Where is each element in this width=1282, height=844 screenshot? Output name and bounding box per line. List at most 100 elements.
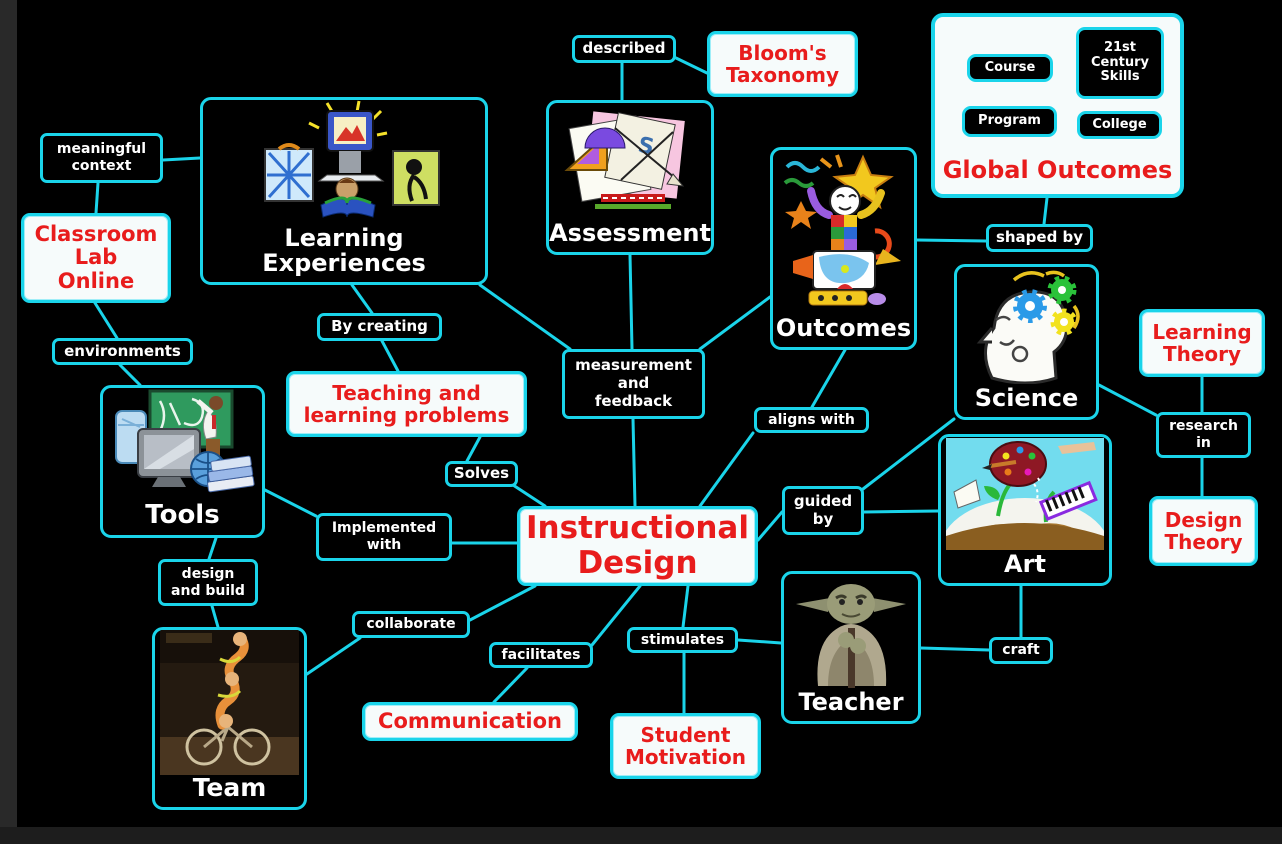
connector-collaborate-team — [305, 636, 362, 676]
connector-meaningful-learning — [161, 156, 202, 162]
science-clipart — [957, 267, 1096, 386]
global-outcomes-pill-21st-century-skills[interactable]: 21st Century Skills — [1076, 27, 1164, 99]
node-shaped-by[interactable]: shaped by — [986, 224, 1093, 252]
connector-teacher-craft — [919, 646, 991, 652]
node-instructional-design[interactable]: Instructional Design — [517, 506, 758, 586]
connector-stimulates-teacher — [736, 638, 783, 645]
pill-21st-century-skills-label: 21st Century Skills — [1091, 39, 1149, 85]
connector-environments-tools — [118, 363, 142, 387]
meaningful-context-label: meaningful context — [56, 141, 147, 174]
node-guided-by[interactable]: guided by — [782, 486, 864, 535]
connector-bycreating-teaching — [380, 339, 400, 373]
classroom-lab-online-label: Classroom Lab Online — [34, 221, 158, 293]
node-craft[interactable]: craft — [989, 637, 1053, 664]
connector-meaningful-classroom — [94, 181, 100, 215]
connector-id-stimulates — [681, 584, 690, 629]
node-tools[interactable]: Tools — [100, 385, 265, 538]
connector-id-guidedby — [756, 510, 784, 542]
connector-teaching-solves — [465, 435, 482, 463]
instructional-design-label: Instructional Design — [526, 510, 749, 581]
node-design-and-build[interactable]: design and build — [158, 559, 258, 606]
connector-guidedby-art — [862, 509, 940, 514]
node-outcomes[interactable]: Outcomes — [770, 147, 917, 350]
connector-described-blooms — [674, 56, 709, 75]
node-learning-theory[interactable]: Learning Theory — [1139, 309, 1265, 377]
connector-designbuild-team — [210, 604, 220, 629]
connector-outcomes-alignswith — [810, 348, 847, 409]
connector-measurement-id — [631, 417, 637, 508]
stimulates-label: stimulates — [640, 631, 725, 648]
assessment-clipart: S — [549, 103, 711, 221]
global-outcomes-pill-college[interactable]: College — [1077, 111, 1162, 139]
blooms-taxonomy-label: Bloom's Taxonomy — [725, 40, 840, 87]
node-communication[interactable]: Communication — [362, 702, 578, 741]
connector-science-researchin — [1097, 383, 1158, 417]
node-stimulates[interactable]: stimulates — [627, 627, 738, 653]
node-art[interactable]: Art — [938, 434, 1112, 586]
solves-label: Solves — [453, 464, 510, 483]
connector-classroom-environments — [93, 301, 119, 340]
aligns-with-label: aligns with — [768, 411, 855, 428]
pill-program-label: Program — [978, 113, 1041, 129]
implemented-with-label: Implemented with — [331, 520, 437, 553]
assessment-title: Assessment — [549, 218, 711, 247]
node-science[interactable]: Science — [954, 264, 1099, 420]
learning-experiences-title: Learning Experiences — [262, 223, 426, 277]
node-teaching-learning-problems[interactable]: Teaching and learning problems — [286, 371, 527, 437]
node-by-creating[interactable]: By creating — [317, 313, 442, 341]
node-facilitates[interactable]: facilitates — [489, 642, 593, 668]
outcomes-title: Outcomes — [775, 313, 912, 342]
svg-text:S: S — [636, 133, 657, 161]
outcomes-clipart — [773, 150, 914, 316]
teaching-learning-problems-label: Teaching and learning problems — [303, 380, 510, 427]
node-meaningful-context[interactable]: meaningful context — [40, 133, 163, 183]
student-motivation-label: Student Motivation — [625, 722, 746, 769]
node-collaborate[interactable]: collaborate — [352, 611, 470, 638]
node-global-outcomes[interactable]: Course 21st Century Skills Program Colle… — [931, 13, 1184, 198]
connector-outcomes-shapedby — [915, 238, 988, 243]
node-solves[interactable]: Solves — [445, 461, 518, 487]
team-title: Team — [192, 772, 267, 802]
design-and-build-label: design and build — [171, 565, 245, 599]
node-classroom-lab-online[interactable]: Classroom Lab Online — [21, 213, 171, 303]
node-measurement-feedback[interactable]: measurement and feedback — [562, 349, 705, 419]
craft-label: craft — [1002, 642, 1040, 659]
teacher-yoda-photo — [784, 574, 918, 690]
connector-tools-implemented — [263, 488, 318, 518]
science-title: Science — [974, 383, 1079, 412]
facilitates-label: facilitates — [501, 646, 581, 663]
team-photo — [155, 630, 304, 775]
node-learning-experiences[interactable]: Learning Experiences — [200, 97, 488, 285]
art-title: Art — [1004, 549, 1046, 578]
connector-learning-measurement — [478, 283, 572, 351]
connector-guidedby-science — [861, 417, 956, 491]
global-outcomes-pill-course[interactable]: Course — [967, 54, 1053, 82]
node-assessment[interactable]: S Assessment — [546, 100, 714, 255]
node-design-theory[interactable]: Design Theory — [1149, 496, 1258, 566]
node-research-in[interactable]: research in — [1156, 412, 1251, 458]
shaped-by-label: shaped by — [995, 228, 1084, 247]
connector-id-collaborate — [468, 584, 537, 622]
global-outcomes-pill-program[interactable]: Program — [962, 106, 1057, 137]
node-blooms-taxonomy[interactable]: Bloom's Taxonomy — [707, 31, 858, 97]
art-clipart — [941, 437, 1109, 552]
tools-title: Tools — [145, 499, 220, 530]
connector-facilitates-communication — [492, 666, 529, 704]
node-described[interactable]: described — [572, 35, 676, 63]
research-in-label: research in — [1169, 418, 1238, 451]
guided-by-label: guided by — [793, 491, 853, 528]
node-implemented-with[interactable]: Implemented with — [316, 513, 452, 561]
node-student-motivation[interactable]: Student Motivation — [610, 713, 761, 779]
measurement-feedback-label: measurement and feedback — [575, 356, 692, 410]
node-teacher[interactable]: Teacher — [781, 571, 921, 724]
node-aligns-with[interactable]: aligns with — [754, 407, 869, 433]
by-creating-label: By creating — [331, 317, 428, 336]
tools-clipart — [103, 388, 262, 502]
connector-solves-id — [511, 483, 547, 508]
node-team[interactable]: Team — [152, 627, 307, 810]
node-environments[interactable]: environments — [52, 338, 193, 365]
pill-course-label: Course — [984, 59, 1036, 75]
pill-college-label: College — [1092, 116, 1147, 132]
learning-experiences-clipart — [203, 100, 485, 226]
